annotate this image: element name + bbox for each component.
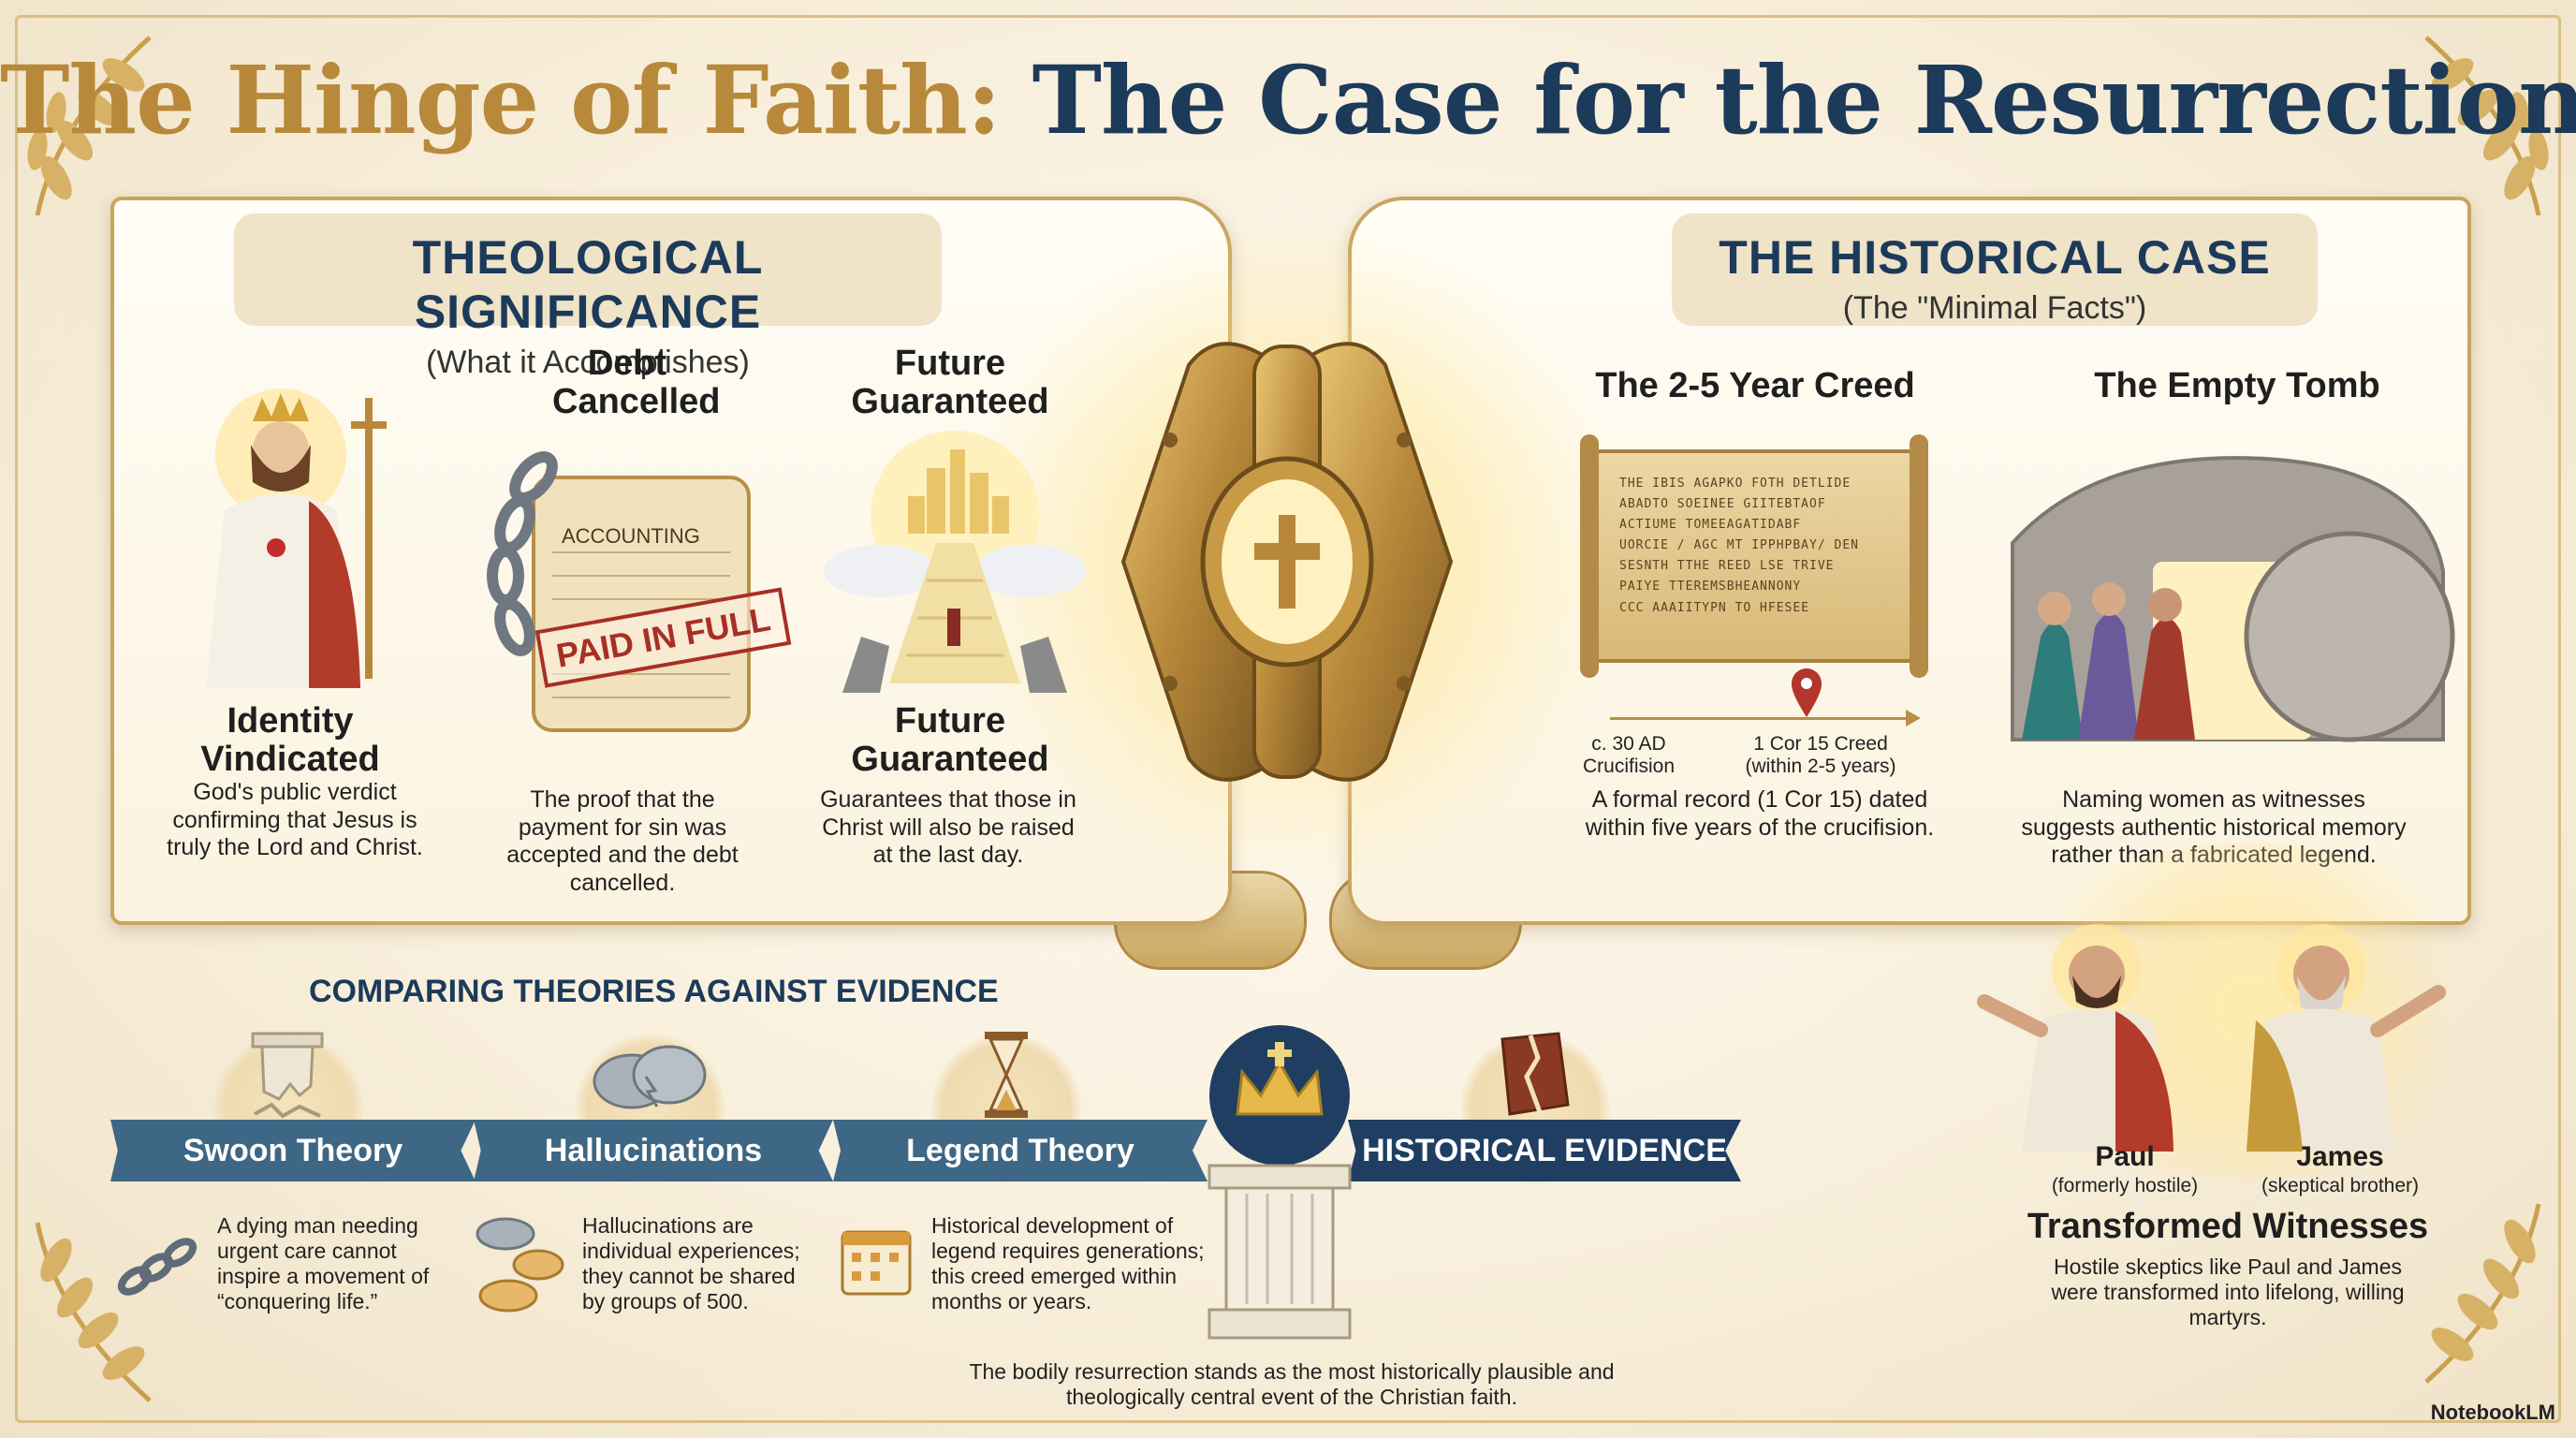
identity-vindicated-title: Identity Vindicated <box>200 701 380 780</box>
christ-king-icon <box>206 389 387 688</box>
scroll-line: ACTIUME TOMEEAGATIDABF <box>1619 518 1802 533</box>
identity-vindicated-body: God's public verdict confirming that Jes… <box>167 779 423 860</box>
legend-body: Historical development of legend require… <box>931 1213 1205 1314</box>
laurel-top-left-icon <box>27 36 152 216</box>
page-title: The Hinge of Faith: The Case for the Res… <box>0 45 2576 155</box>
james-note: (skeptical brother) <box>2261 1175 2420 1196</box>
historical-header-sub: (The "Minimal Facts") <box>1842 290 2147 326</box>
legend-banner: Legend Theory <box>833 1120 1208 1181</box>
thought-clouds-icon <box>476 1217 564 1313</box>
location-pin-icon <box>1792 668 1822 717</box>
future-guaranteed-body: Guarantees that those in Christ will als… <box>820 786 1076 868</box>
title-part-1: The Hinge of Faith: <box>0 45 1002 155</box>
swoon-label: Swoon Theory <box>183 1132 403 1168</box>
empty-tomb-title: The Empty Tomb <box>2094 366 2380 405</box>
theological-header-title: THEOLOGICAL SIGNIFICANCE <box>412 231 764 338</box>
timeline-end-label: (within 2-5 years) <box>1745 756 1896 777</box>
heavenly-city-icon <box>824 431 1086 693</box>
scroll-line: UORCIE / AGC MT IPPHPBAY/ DEN <box>1619 538 1859 553</box>
paul-note: (formerly hostile) <box>2051 1175 2199 1196</box>
future-guaranteed-top-title: Future Guaranteed <box>851 344 1049 422</box>
debt-cancelled-title: Debt Cancelled <box>552 344 721 422</box>
scroll-line: SESNTH TTHE REED LSE TRIVE <box>1619 559 1835 574</box>
hallucination-body: Hallucinations are individual experience… <box>582 1213 800 1314</box>
swoon-banner: Swoon Theory <box>110 1120 476 1181</box>
scroll-line: ABADTO SOEINEE GIITEBTAOF <box>1619 497 1826 512</box>
broken-chain-icon <box>117 1238 198 1296</box>
witnesses-body: Hostile skeptics like Paul and James wer… <box>2051 1255 2405 1330</box>
creed-title: The 2-5 Year Creed <box>1595 366 1915 405</box>
theological-header-sub: (What it Accomplishes) <box>426 345 750 380</box>
scroll-line: CCC AAAIITYPN TO HFESEE <box>1619 600 1810 615</box>
creed-scroll: THE IBIS AGAPKO FOTH DETLIDE ABADTO SOEI… <box>1580 434 1928 678</box>
evidence-label: HISTORICAL EVIDENCE <box>1362 1132 1727 1168</box>
notebooklm-credit: NotebookLM <box>2430 1401 2555 1424</box>
hinge-icon <box>1120 342 1454 782</box>
historical-header: THE HISTORICAL CASE (The "Minimal Facts"… <box>1672 213 2318 326</box>
hourglass-icon <box>985 1032 1028 1118</box>
theories-header: COMPARING THEORIES AGAINST EVIDENCE <box>309 974 999 1009</box>
witnesses-title: Transformed Witnesses <box>2027 1207 2429 1246</box>
hallucination-banner: Hallucinations <box>474 1120 833 1181</box>
future-guaranteed-title: Future Guaranteed <box>851 701 1049 780</box>
calendar-icon <box>841 1230 912 1296</box>
title-part-2: The Case for the Resurrection <box>1032 45 2576 155</box>
james-figure-icon <box>2247 924 2446 1152</box>
theological-header: THEOLOGICAL SIGNIFICANCE (What it Accomp… <box>234 213 942 380</box>
storm-cloud-icon <box>593 1045 707 1109</box>
page-frame <box>15 15 2561 1423</box>
laurel-top-right-icon <box>2424 36 2549 216</box>
hallucination-label: Hallucinations <box>544 1132 763 1168</box>
paul-name: Paul <box>2095 1141 2155 1172</box>
debt-cancelled-body: The proof that the payment for sin was a… <box>506 786 739 896</box>
timeline-line <box>1610 717 1910 720</box>
laurel-bottom-right-icon <box>2424 1203 2541 1384</box>
scroll-line: THE IBIS AGAPKO FOTH DETLIDE <box>1619 477 1852 491</box>
timeline-start-label: Crucifision <box>1582 756 1676 777</box>
timeline-arrow-icon <box>1906 710 1921 726</box>
creed-body: A formal record (1 Cor 15) dated within … <box>1585 786 1935 841</box>
james-name: James <box>2296 1141 2384 1172</box>
scroll-line: PAIYE TTEREMSBHEANNONY <box>1619 580 1802 594</box>
evidence-banner: HISTORICAL EVIDENCE <box>1348 1120 1741 1181</box>
ledger-title: ACCOUNTING <box>562 524 700 548</box>
empty-tomb-icon <box>2011 456 2455 742</box>
conclusion-text: The bodily resurrection stands as the mo… <box>969 1359 1615 1410</box>
broken-column-icon <box>251 1032 324 1119</box>
laurel-bottom-left-icon <box>35 1222 152 1402</box>
legend-label: Legend Theory <box>906 1132 1134 1168</box>
timeline-start: c. 30 AD <box>1591 733 1666 755</box>
broken-book-icon <box>1500 1032 1570 1116</box>
paul-figure-icon <box>1977 924 2174 1152</box>
swoon-body: A dying man needing urgent care cannot i… <box>217 1213 430 1314</box>
crown-pedestal-icon <box>1208 1025 1352 1340</box>
historical-header-title: THE HISTORICAL CASE <box>1719 231 2271 284</box>
timeline-end: 1 Cor 15 Creed <box>1753 733 1888 755</box>
